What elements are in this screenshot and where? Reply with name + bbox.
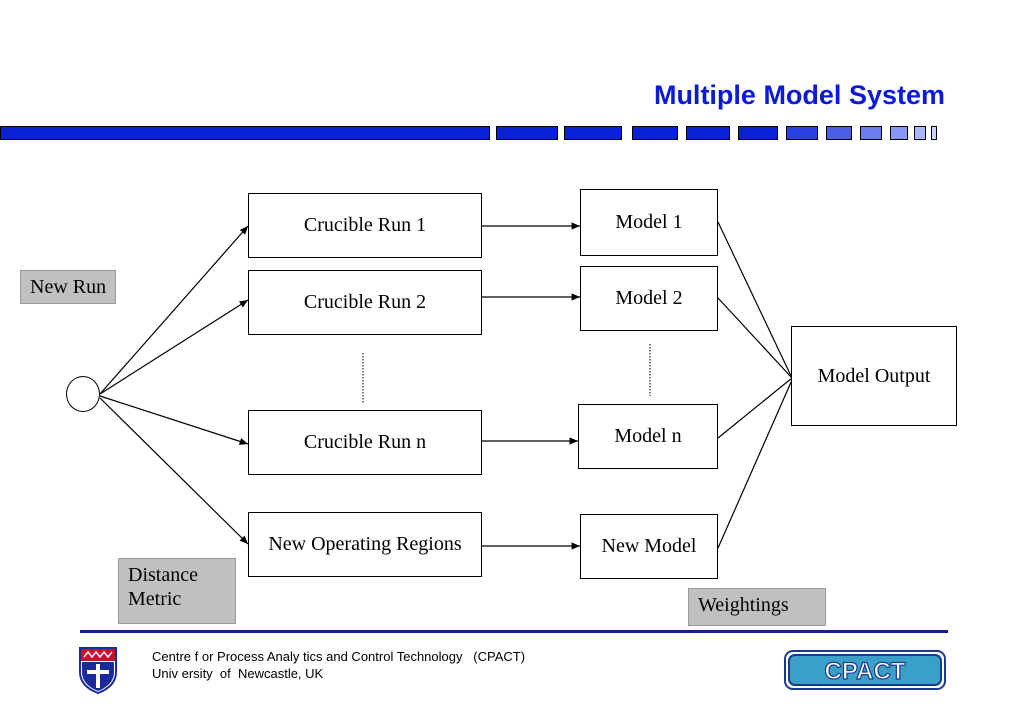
crucible-run-n-box: Crucible Run n: [248, 410, 482, 475]
model-output-box: Model Output: [791, 326, 957, 426]
crucible-run-2-box: Crucible Run 2: [248, 270, 482, 335]
footer-divider: [80, 630, 948, 633]
model-1-box: Model 1: [580, 189, 718, 256]
new-run-label: New Run: [20, 270, 117, 304]
cpact-logo-text: CPACT: [825, 658, 906, 685]
new-model-box: New Model: [580, 514, 718, 579]
footer-line-1: Centre f or Process Analy tics and Contr…: [152, 649, 526, 664]
slide-title: Multiple Model System: [653, 80, 945, 110]
footer-text: Centre f or Process Analy tics and Contr…: [152, 648, 525, 682]
model-2-box: Model 2: [580, 266, 718, 331]
input-node: [66, 376, 100, 412]
weightings-label: Weightings: [688, 588, 826, 626]
crucible-run-1-box: Crucible Run 1: [248, 193, 482, 258]
new-operating-regions-box: New Operating Regions: [248, 512, 482, 577]
distance-metric-label: Distance Metric: [118, 558, 236, 624]
model-n-box: Model n: [578, 404, 718, 469]
university-crest-icon: [79, 647, 117, 694]
footer-line-2: Univ ersity of Newcastle, UK: [152, 666, 324, 681]
cpact-logo: CPACT: [784, 650, 946, 690]
